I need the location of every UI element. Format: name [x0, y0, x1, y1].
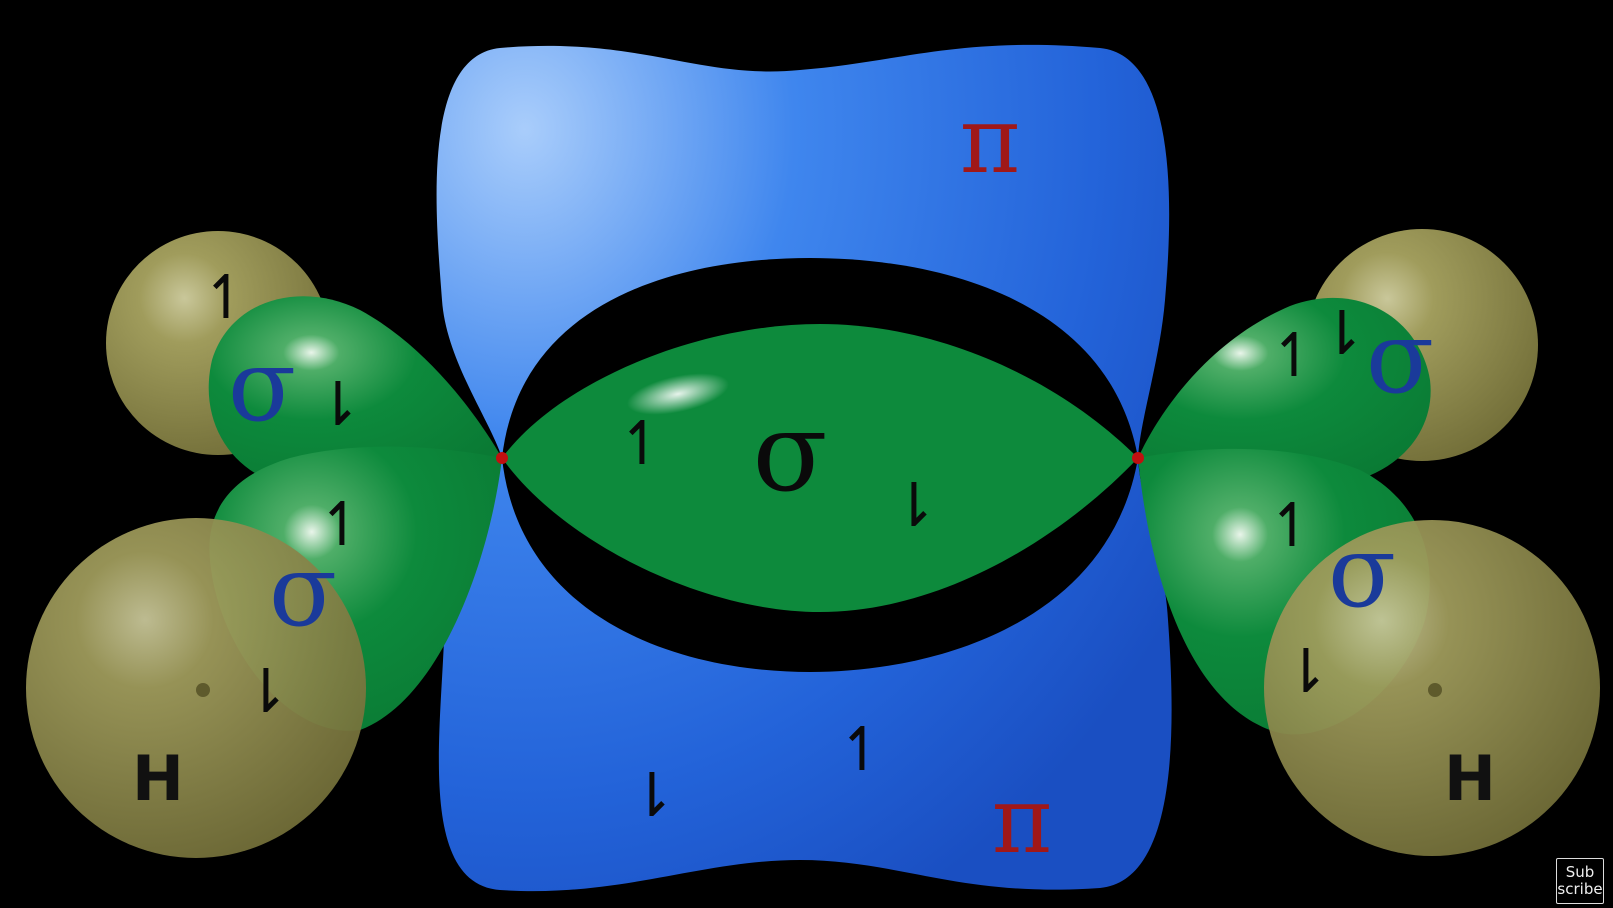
hydrogen-nucleus-left — [196, 683, 210, 697]
sigma-label-center: σ — [752, 388, 827, 516]
electron-down-center: ⇂ — [889, 471, 939, 541]
subscribe-line1: Sub — [1565, 863, 1595, 881]
carbon-nucleus-left — [496, 452, 508, 464]
sigma-cc-highlight — [626, 373, 730, 415]
electron-down-h-bottom-left: ⇂ — [241, 657, 291, 727]
subscribe-line2: scribe — [1557, 880, 1603, 898]
electron-down-left-upper: ⇂ — [313, 370, 363, 440]
sigma-label-left-lower: σ — [269, 532, 337, 649]
electron-up-center: ↿ — [617, 409, 667, 479]
sigma-label-right-upper: σ — [1366, 299, 1434, 416]
electron-down-right-upper: ⇂ — [1317, 299, 1367, 369]
hydrogen-sphere-bottom-left — [26, 518, 366, 858]
electron-up-left-lower: ↿ — [317, 490, 367, 560]
electron-down-h-bottom-right: ⇂ — [1281, 637, 1331, 707]
electron-up-right-lower: ↿ — [1267, 491, 1317, 561]
pi-label-bottom: π — [992, 767, 1052, 874]
electron-down-pi-bottom: ⇂ — [627, 761, 677, 831]
hydrogen-label-left: H — [132, 742, 184, 815]
sigma-label-right-lower: σ — [1328, 513, 1396, 630]
subscribe-button[interactable]: Sub scribe — [1556, 858, 1604, 904]
sigma-orbital-left-upper — [208, 296, 502, 484]
hydrogen-label-right: H — [1444, 742, 1496, 815]
sigma-orbital-right-upper — [1138, 297, 1431, 483]
electron-up-right-upper: ↿ — [1269, 321, 1319, 391]
carbon-nucleus-right — [1132, 452, 1144, 464]
electron-up-pi-bottom: ↿ — [837, 715, 887, 785]
electron-up-h-top-left: ↿ — [201, 263, 251, 333]
sigma-label-left-upper: σ — [228, 327, 296, 444]
pi-label-top: π — [960, 87, 1020, 194]
hydrogen-nucleus-right — [1428, 683, 1442, 697]
